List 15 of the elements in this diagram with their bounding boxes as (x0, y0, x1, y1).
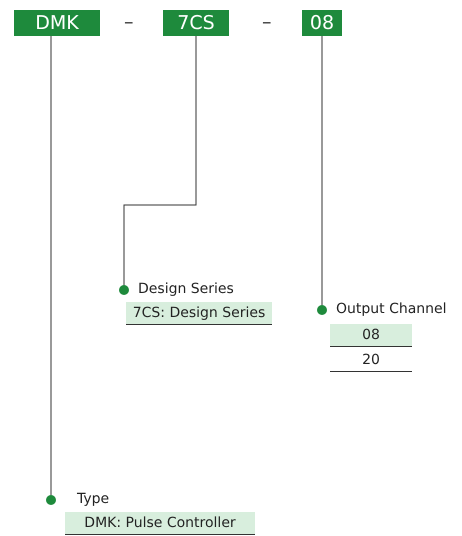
type-heading: Type (77, 491, 110, 507)
separator-dash: – (262, 11, 272, 33)
type-option-row: DMK: Pulse Controller (65, 512, 255, 535)
leader-line (317, 36, 327, 315)
channel-code-badge: 08 (302, 10, 342, 36)
leader-line (119, 36, 196, 295)
channel-heading: Output Channel (336, 301, 447, 317)
series-option-row: 7CS: Design Series (126, 302, 272, 325)
channel-option-row: 20 (330, 349, 412, 372)
series-code-badge: 7CS (163, 10, 229, 36)
separator-dash: – (124, 11, 134, 33)
channel-option-row: 08 (330, 324, 412, 347)
leader-line (46, 36, 56, 505)
type-code-badge: DMK (14, 10, 100, 36)
series-heading: Design Series (138, 281, 234, 297)
